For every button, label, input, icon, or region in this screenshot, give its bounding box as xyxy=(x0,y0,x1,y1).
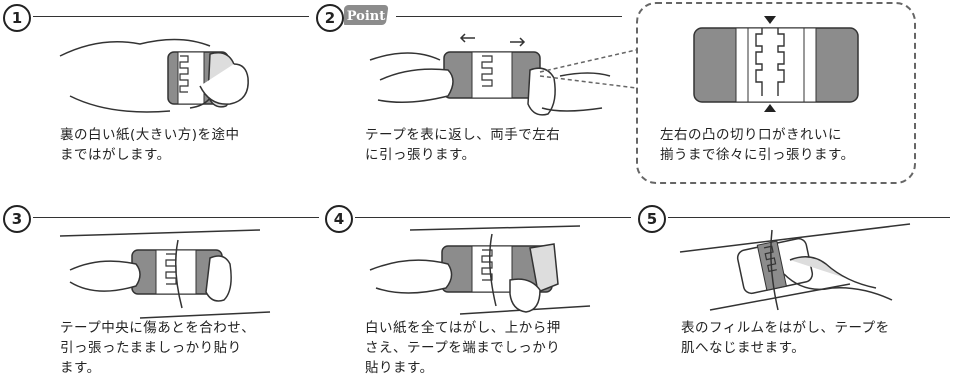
step-4-number: 4 xyxy=(325,205,353,233)
step-4-rule xyxy=(355,217,631,218)
step-4-illustration xyxy=(369,225,591,315)
point-badge: Point xyxy=(342,2,394,28)
callout-caption: 左右の凸の切り口がきれいに 揃うまで徐々に引っ張ります。 xyxy=(660,127,855,163)
step-1-rule xyxy=(33,16,309,17)
step-4-caption: 白い紙を全てはがし、上から押 さえ、テープを端までしっかり 貼ります。 xyxy=(365,320,561,376)
step-3-rule xyxy=(33,217,319,218)
step-2-illustration xyxy=(369,33,611,116)
step-2-number: 2 xyxy=(316,4,344,32)
step-5-caption: 表のフィルムをはがし、テープを 肌へなじませます。 xyxy=(681,320,890,356)
step-1-number: 1 xyxy=(3,4,31,32)
zoom-callout xyxy=(636,2,916,184)
step-5-illustration xyxy=(679,223,911,311)
step-5-rule xyxy=(668,217,950,218)
step-1-caption: 裏の白い紙(大きい方)を途中 まではがします。 xyxy=(60,127,240,163)
step-3-illustration xyxy=(59,229,271,319)
step-1-illustration xyxy=(59,38,249,113)
step-2-rule xyxy=(396,16,622,17)
callout-pointer-lines xyxy=(539,49,637,89)
step-5-number: 5 xyxy=(638,205,666,233)
step-3-caption: テープ中央に傷あとを合わせ、 引っ張ったまましっかり貼り ます。 xyxy=(60,320,256,376)
step-2-caption: テープを表に返し、両手で左右 に引っ張ります。 xyxy=(365,127,561,163)
zoom-illustration xyxy=(693,16,859,112)
step-3-number: 3 xyxy=(3,205,31,233)
point-badge-label: Point xyxy=(347,9,386,24)
